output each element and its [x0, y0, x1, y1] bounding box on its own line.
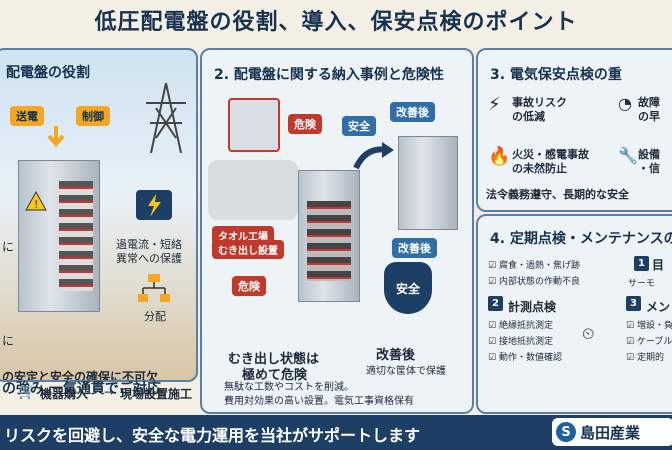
- improved-tag-mid: 改善後: [392, 238, 437, 258]
- maint-label-2: ケーブル: [636, 337, 672, 347]
- switchboard-cabinet: !: [18, 160, 100, 312]
- maint-item-3: ☑ 定期的: [626, 353, 664, 363]
- company-logo: S 島田産業: [552, 418, 672, 446]
- item3-line2: の未然防止: [512, 162, 567, 175]
- protect-label-1: 過電流・短絡: [116, 238, 182, 251]
- step1-label: 目: [652, 258, 665, 272]
- svg-text:!: !: [34, 198, 38, 211]
- danger-tag-mid: 危険: [232, 276, 266, 296]
- arrow-right-icon: →: [104, 385, 115, 399]
- item1-line2: の低減: [512, 110, 545, 123]
- maint-label-1: 増設・負: [636, 321, 672, 331]
- measure-label-1: 絶縁抵抗測定: [498, 321, 553, 331]
- exposed-text-2: 極めて危険: [242, 368, 308, 383]
- warning-icon: !: [25, 191, 47, 211]
- item2-line2: の早: [638, 110, 660, 123]
- safe-tag: 安全: [342, 116, 376, 136]
- after-text-2: 適切な筐体で保護: [366, 366, 446, 377]
- item2-line1: 故障: [638, 96, 660, 109]
- step1-number: 1: [634, 256, 649, 271]
- power-tower-icon: [146, 82, 186, 154]
- lightning-icon: ⚡: [488, 94, 501, 115]
- panel-cases-title: 2. 配電盤に関する納入事例と危険性: [214, 67, 444, 83]
- logo-mark-icon: S: [556, 422, 576, 442]
- meter-icon: ⏲: [582, 324, 595, 343]
- maint-item-1: ☑ 増設・負: [626, 321, 672, 331]
- fire-icon: 🔥: [488, 146, 511, 167]
- measure-label-2: 接地抵抗測定: [498, 337, 553, 347]
- send-tag: 送電: [10, 106, 44, 126]
- check-item-2: ☑ 内部状態の作動不良: [488, 277, 580, 287]
- improved-tag-top: 改善後: [390, 102, 435, 122]
- panel-role: 配電盤の役割 送電 制御 ! 過電流・短絡 異常への保護 分配 に に の安定と…: [0, 48, 198, 382]
- step2-number: 2: [488, 296, 503, 311]
- exposed-breakers: [307, 201, 351, 281]
- measure-item-1: ☑ 絶縁抵抗測定: [488, 321, 553, 331]
- shield-label: 安全: [395, 281, 420, 296]
- gauge-icon: ◔: [618, 94, 632, 113]
- step-purchase: 機器購入: [40, 387, 89, 401]
- distribute-label: 分配: [144, 310, 166, 323]
- strengths-heading: の強み 一気通貫でご対応: [2, 381, 161, 397]
- logo-text: 島田産業: [580, 423, 641, 442]
- shield-icon: 安全: [384, 262, 432, 314]
- maint-label-3: 定期的: [636, 353, 664, 363]
- role-summary: の安定と安全の確保に不可欠: [2, 370, 159, 382]
- bottom-message: リスクを回避し、安全な電力運用を当社がサポートします: [4, 426, 421, 445]
- left-fragment-2: に: [2, 334, 15, 348]
- control-panel-image: [228, 98, 280, 152]
- check-label-2: 内部状態の作動不良: [498, 277, 580, 287]
- protect-label-2: 異常への保護: [116, 252, 182, 265]
- factory-label-2: むき出し設置: [212, 240, 284, 259]
- maint-item-2: ☑ ケーブル: [626, 337, 672, 347]
- item3-line1: 火災・感電事故: [512, 148, 589, 161]
- step3-number: 3: [626, 296, 641, 311]
- item4-line2: ・信: [638, 162, 660, 175]
- wrench-icon: 🔧: [618, 146, 638, 165]
- panel4-title: 4. 定期点検・メンテナンスの: [490, 231, 672, 247]
- exposed-text-1: むき出し状態は: [228, 352, 320, 367]
- panel-maintenance: 4. 定期点検・メンテナンスの ☑ 腐食・過熱・焦げ跡 ☑ 内部状態の作動不良 …: [476, 214, 672, 414]
- panel-cases: 2. 配電盤に関する納入事例と危険性 危険 安全 改善後 タオル工場 むき出し設…: [200, 48, 474, 414]
- panel-inspection-importance: 3. 電気保安点検の重 ⚡ 事故リスク の低減 ◔ 故障 の早 🔥 火災・感電事…: [476, 48, 672, 212]
- improved-cabinet: [398, 136, 458, 230]
- panel3-title: 3. 電気保安点検の重: [490, 67, 622, 83]
- danger-tag-top: 危険: [288, 114, 322, 134]
- washing-machines: [208, 160, 298, 220]
- down-arrow-icon: [47, 126, 65, 148]
- measure-item-2: ☑ 接地抵抗測定: [488, 337, 553, 347]
- lightning-shield-icon: [136, 190, 172, 220]
- cost-note-1: 無駄な工数やコストを削減。: [224, 382, 354, 393]
- item1-line1: 事故リスク: [512, 96, 567, 109]
- step1-sub: サーモ: [628, 279, 656, 289]
- panel-role-title: 配電盤の役割: [6, 65, 90, 81]
- check-item-1: ☑ 腐食・過熱・焦げ跡: [488, 261, 580, 271]
- measure-item-3: ☑ 動作・数値確認: [488, 353, 562, 363]
- cost-note-2: 費用対効果の高い設置。電気工事資格保有: [224, 396, 414, 407]
- measure-label-3: 動作・数値確認: [498, 353, 562, 363]
- cart-icon: 🛒: [18, 384, 36, 400]
- left-fragment-1: に: [2, 240, 15, 254]
- distribution-icon: [138, 274, 170, 302]
- item4-line1: 設備: [638, 148, 660, 161]
- check-label-1: 腐食・過熱・焦げ跡: [498, 261, 580, 271]
- breaker-array: [59, 181, 93, 291]
- panel3-footer: 法令義務遵守、長期的な安全: [486, 188, 629, 201]
- page-title: 低圧配電盤の役割、導入、保安点検のポイント: [94, 10, 578, 35]
- curved-arrow-icon: [353, 142, 394, 170]
- step-install: 現場設置施工: [120, 387, 193, 401]
- control-tag: 制御: [76, 106, 110, 126]
- step3-label: メン: [646, 300, 671, 314]
- after-text-1: 改善後: [376, 348, 416, 363]
- step2-label: 計測点検: [508, 300, 557, 314]
- exposed-cabinet: [298, 170, 360, 302]
